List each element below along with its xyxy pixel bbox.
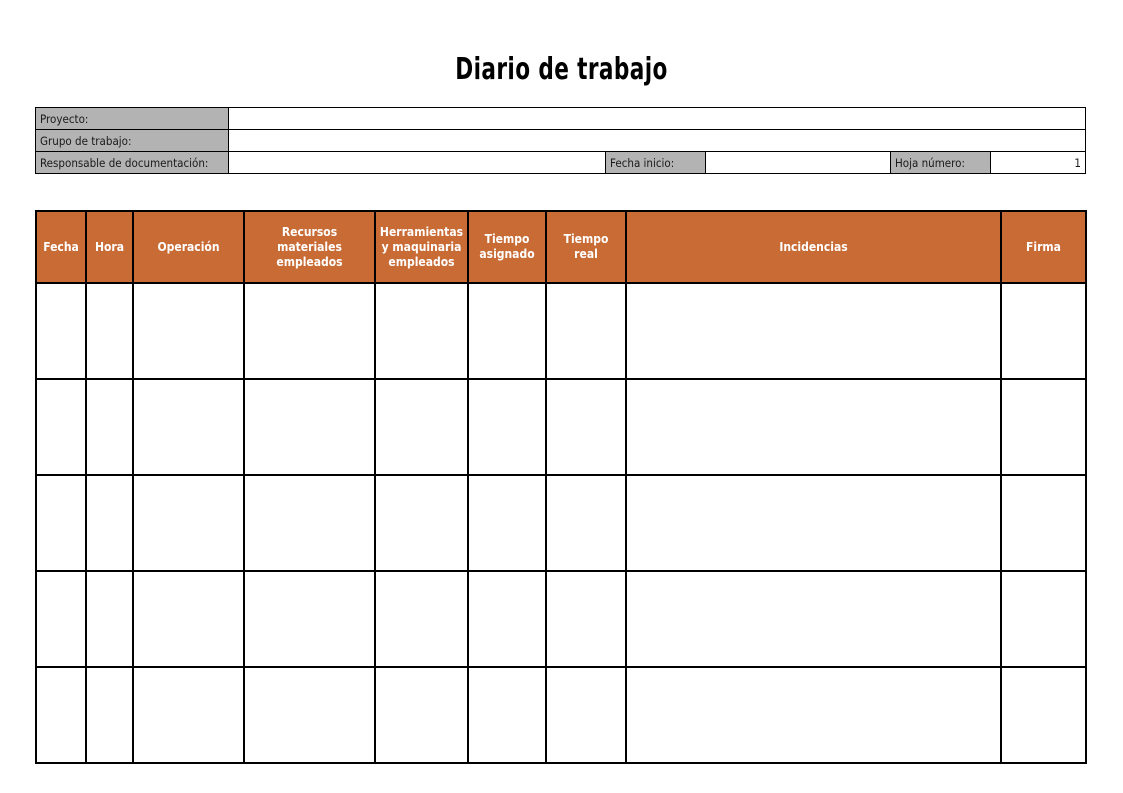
meta-label-responsable-documentacion: Responsable de documentación: xyxy=(35,151,229,174)
cell-tiempo-asignado[interactable] xyxy=(467,282,547,380)
cell-incidencias[interactable] xyxy=(625,666,1002,764)
cell-incidencias[interactable] xyxy=(625,474,1002,572)
log-table-header-row: Fecha Hora Operación Recursos materiales… xyxy=(35,210,1087,284)
cell-tiempo-real[interactable] xyxy=(545,282,627,380)
cell-hora[interactable] xyxy=(85,282,134,380)
cell-hora[interactable] xyxy=(85,474,134,572)
cell-recursos[interactable] xyxy=(243,570,376,668)
cell-incidencias[interactable] xyxy=(625,282,1002,380)
cell-fecha[interactable] xyxy=(35,474,87,572)
meta-row-grupo-de-trabajo: Grupo de trabajo: xyxy=(35,129,1087,152)
cell-recursos[interactable] xyxy=(243,666,376,764)
column-header-incidencias: Incidencias xyxy=(625,210,1002,284)
meta-row-proyecto: Proyecto: xyxy=(35,107,1087,130)
meta-label-grupo-de-trabajo: Grupo de trabajo: xyxy=(35,129,229,152)
cell-tiempo-real[interactable] xyxy=(545,570,627,668)
column-header-recursos-materiales-empleados: Recursos materiales empleados xyxy=(243,210,376,284)
cell-hora[interactable] xyxy=(85,378,134,476)
cell-operacion[interactable] xyxy=(132,570,245,668)
page-title: Diario de trabajo xyxy=(455,52,668,87)
cell-herramientas[interactable] xyxy=(374,570,469,668)
column-header-firma: Firma xyxy=(1000,210,1087,284)
cell-operacion[interactable] xyxy=(132,378,245,476)
meta-label-hoja-numero: Hoja número: xyxy=(890,151,991,174)
cell-herramientas[interactable] xyxy=(374,378,469,476)
cell-firma[interactable] xyxy=(1000,282,1087,380)
meta-field-hoja-numero[interactable]: 1 xyxy=(989,151,1087,174)
cell-hora[interactable] xyxy=(85,666,134,764)
table-row xyxy=(35,570,1087,668)
log-table-body xyxy=(35,282,1087,764)
project-meta-block: Proyecto: Grupo de trabajo: Responsable … xyxy=(35,107,1087,174)
cell-hora[interactable] xyxy=(85,570,134,668)
cell-firma[interactable] xyxy=(1000,570,1087,668)
cell-firma[interactable] xyxy=(1000,378,1087,476)
cell-tiempo-asignado[interactable] xyxy=(467,666,547,764)
cell-herramientas[interactable] xyxy=(374,666,469,764)
meta-label-fecha-inicio: Fecha inicio: xyxy=(605,151,706,174)
cell-operacion[interactable] xyxy=(132,282,245,380)
cell-fecha[interactable] xyxy=(35,570,87,668)
cell-firma[interactable] xyxy=(1000,666,1087,764)
work-log-table: Fecha Hora Operación Recursos materiales… xyxy=(35,210,1087,764)
column-header-operacion: Operación xyxy=(132,210,245,284)
cell-incidencias[interactable] xyxy=(625,570,1002,668)
column-header-hora: Hora xyxy=(85,210,134,284)
cell-fecha[interactable] xyxy=(35,378,87,476)
column-header-herramientas-y-maquinaria-empleados: Herramientas y maquinaria empleados xyxy=(374,210,469,284)
cell-tiempo-real[interactable] xyxy=(545,378,627,476)
cell-recursos[interactable] xyxy=(243,474,376,572)
cell-operacion[interactable] xyxy=(132,474,245,572)
cell-herramientas[interactable] xyxy=(374,282,469,380)
table-row xyxy=(35,474,1087,572)
meta-row-responsable: Responsable de documentación: Fecha inic… xyxy=(35,151,1087,174)
meta-label-proyecto: Proyecto: xyxy=(35,107,229,130)
cell-recursos[interactable] xyxy=(243,378,376,476)
table-row xyxy=(35,666,1087,764)
cell-herramientas[interactable] xyxy=(374,474,469,572)
cell-operacion[interactable] xyxy=(132,666,245,764)
cell-tiempo-real[interactable] xyxy=(545,474,627,572)
column-header-tiempo-real: Tiempo real xyxy=(545,210,627,284)
cell-tiempo-asignado[interactable] xyxy=(467,570,547,668)
meta-field-fecha-inicio[interactable] xyxy=(705,151,891,174)
table-row xyxy=(35,378,1087,476)
cell-firma[interactable] xyxy=(1000,474,1087,572)
table-row xyxy=(35,282,1087,380)
meta-field-grupo-de-trabajo[interactable] xyxy=(227,129,1087,152)
column-header-tiempo-asignado: Tiempo asignado xyxy=(467,210,547,284)
cell-tiempo-asignado[interactable] xyxy=(467,378,547,476)
meta-field-responsable-documentacion[interactable] xyxy=(228,151,606,174)
cell-tiempo-asignado[interactable] xyxy=(467,474,547,572)
cell-tiempo-real[interactable] xyxy=(545,666,627,764)
cell-fecha[interactable] xyxy=(35,666,87,764)
cell-fecha[interactable] xyxy=(35,282,87,380)
column-header-fecha: Fecha xyxy=(35,210,87,284)
meta-field-proyecto[interactable] xyxy=(227,107,1087,130)
cell-incidencias[interactable] xyxy=(625,378,1002,476)
cell-recursos[interactable] xyxy=(243,282,376,380)
